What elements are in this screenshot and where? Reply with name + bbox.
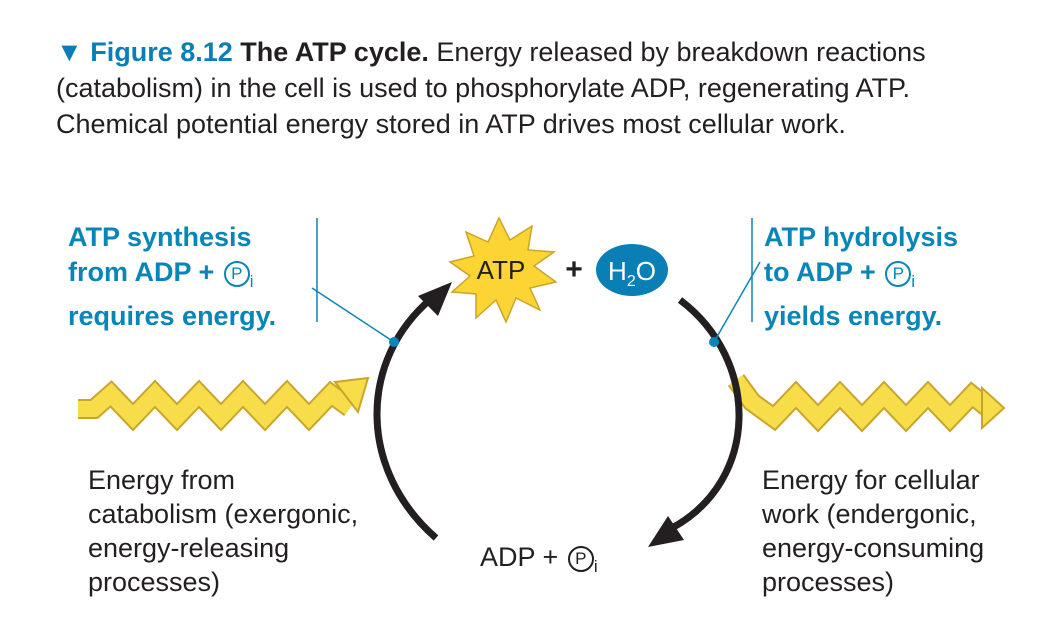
hydrolysis-arrowhead bbox=[648, 516, 684, 547]
energy-from-catabolism-text: Energy from catabolism (exergonic, energ… bbox=[88, 463, 358, 599]
adp-text: ADP + bbox=[480, 542, 566, 572]
right-text-line: work (endergonic, bbox=[762, 499, 977, 529]
atp-starburst bbox=[448, 216, 558, 324]
figure-title: The ATP cycle. bbox=[240, 37, 429, 67]
synthesis-label-line2-text: from ADP + bbox=[68, 257, 222, 287]
hydrolysis-arc bbox=[670, 297, 743, 532]
caption-text: Energy released by breakdown reactions (… bbox=[56, 37, 926, 139]
right-text-line: Energy for cellular bbox=[762, 465, 980, 495]
right-text-line: energy-consuming bbox=[762, 533, 985, 563]
left-callout-line bbox=[311, 287, 395, 343]
atp-label: ATP bbox=[477, 255, 526, 285]
top-plus-sign: + bbox=[565, 253, 583, 286]
phosphate-icon: P bbox=[885, 261, 912, 287]
synthesis-label-line3: requires energy. bbox=[68, 301, 277, 331]
synthesis-arc bbox=[373, 295, 439, 541]
phosphate-icon: P bbox=[223, 261, 250, 287]
hydrolysis-label-line2-text: to ADP + bbox=[764, 257, 884, 287]
figure-caption: ▼ Figure 8.12 The ATP cycle. Energy rele… bbox=[56, 34, 1016, 142]
phosphate-subscript: i bbox=[593, 557, 598, 576]
water-oval bbox=[596, 244, 668, 296]
right-callout-line bbox=[713, 261, 761, 343]
left-text-line: processes) bbox=[88, 567, 221, 597]
left-text-line: Energy from bbox=[88, 465, 236, 495]
left-callout-dot bbox=[389, 337, 399, 347]
hydrolysis-label-line3: yields energy. bbox=[764, 301, 943, 331]
left-text-line: catabolism (exergonic, bbox=[88, 499, 359, 529]
hydrolysis-label-line1: ATP hydrolysis bbox=[764, 222, 959, 252]
water-label: H2O bbox=[608, 256, 656, 290]
energy-for-work-text: Energy for cellular work (endergonic, en… bbox=[762, 463, 984, 599]
synthesis-arrowhead bbox=[418, 282, 452, 316]
right-text-line: processes) bbox=[762, 567, 895, 597]
synthesis-label-line1: ATP synthesis bbox=[68, 222, 252, 252]
energy-output-arrowhead bbox=[981, 385, 1006, 431]
figure-label: ▼ Figure 8.12 bbox=[56, 37, 233, 67]
left-text-line: energy-releasing bbox=[88, 533, 290, 563]
energy-input-arrowhead bbox=[333, 376, 370, 415]
phosphate-subscript: i bbox=[249, 272, 254, 291]
phosphate-icon: P bbox=[567, 546, 594, 572]
right-callout-dot bbox=[709, 337, 719, 347]
phosphate-subscript: i bbox=[911, 272, 916, 291]
